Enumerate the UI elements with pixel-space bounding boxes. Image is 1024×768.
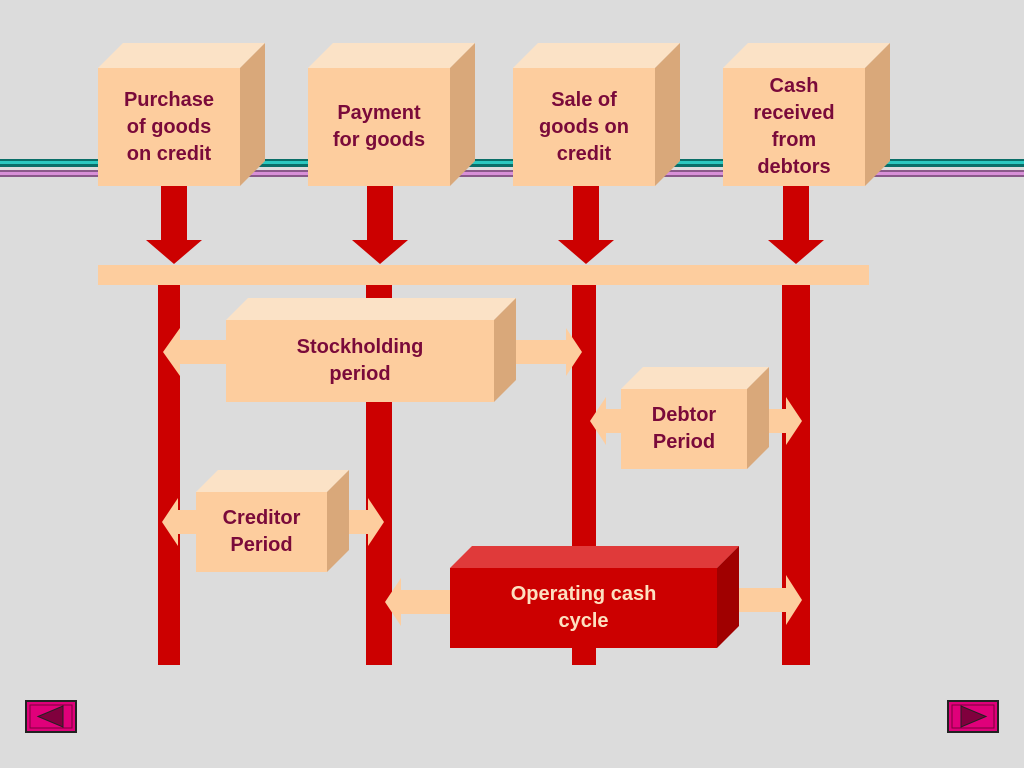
event-box-sale [513, 43, 680, 186]
stockholding-left-arrow [163, 328, 226, 376]
debtor-right-arrow [763, 397, 802, 445]
down-arrow-sale [558, 186, 614, 264]
operating-left-arrow [385, 578, 450, 626]
stockholding-right-arrow [504, 328, 582, 376]
down-arrow-purchase [146, 186, 202, 264]
down-arrows [146, 186, 824, 264]
creditor-right-arrow [344, 498, 384, 546]
triangle-left-icon [36, 705, 64, 728]
creditor-period [162, 470, 384, 572]
timeline-bar [98, 265, 869, 285]
creditor-left-arrow [162, 498, 196, 546]
triangle-right-icon [960, 705, 988, 728]
down-arrow-payment [352, 186, 408, 264]
vline-purchase [158, 283, 180, 665]
decorative-bands [0, 159, 1024, 177]
debtor-period [590, 367, 802, 469]
next-slide-button[interactable] [947, 700, 999, 733]
prev-slide-button[interactable] [25, 700, 77, 733]
operating-cash-cycle [385, 546, 802, 648]
down-arrow-cash [768, 186, 824, 264]
debtor-left-arrow [590, 397, 621, 445]
event-box-payment [308, 43, 475, 186]
operating-right-arrow [724, 575, 802, 625]
stockholding-period [163, 298, 582, 402]
event-box-purchase [98, 43, 265, 186]
event-box-cash [723, 43, 890, 186]
